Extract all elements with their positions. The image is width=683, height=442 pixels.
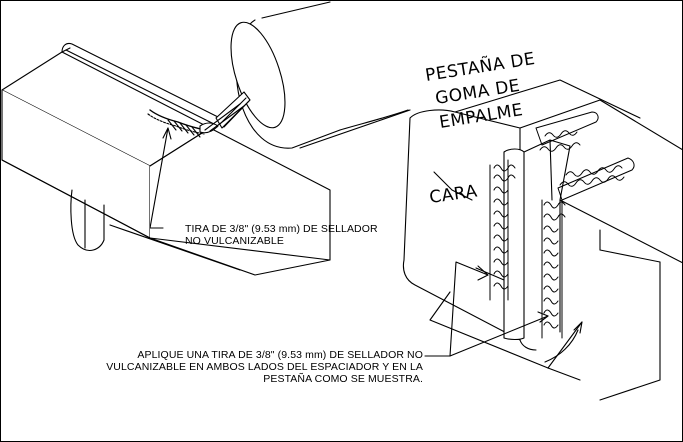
right-sealer-beads [489, 111, 635, 339]
sealer-callout-line-1: TIRA DE 3/8" (9.53 mm) DE SELLADOR [185, 223, 378, 235]
sealer-callout-line-2: NO VULCANIZABLE [185, 235, 284, 247]
apply-callout-line-2: VULCANIZABLE EN AMBOS LADOS DEL ESPACIAD… [106, 361, 423, 373]
apply-sealer-callout: APLIQUE UNA TIRA DE 3/8" (9.53 mm) DE SE… [106, 349, 423, 385]
roller-drawing [199, 1, 411, 149]
apply-callout-line-1: APLIQUE UNA TIRA DE 3/8" (9.53 mm) DE SE… [137, 349, 423, 361]
left-bar-drawing [1, 42, 331, 276]
apply-callout-line-3: PESTAÑA COMO SE MUESTRA. [263, 373, 423, 385]
leader-left [149, 127, 172, 229]
leader-right [424, 261, 583, 369]
sealer-strip-callout: TIRA DE 3/8" (9.53 mm) DE SELLADOR NO VU… [185, 223, 378, 247]
right-block-drawing [402, 79, 683, 401]
left-sealer-strip [147, 109, 206, 138]
